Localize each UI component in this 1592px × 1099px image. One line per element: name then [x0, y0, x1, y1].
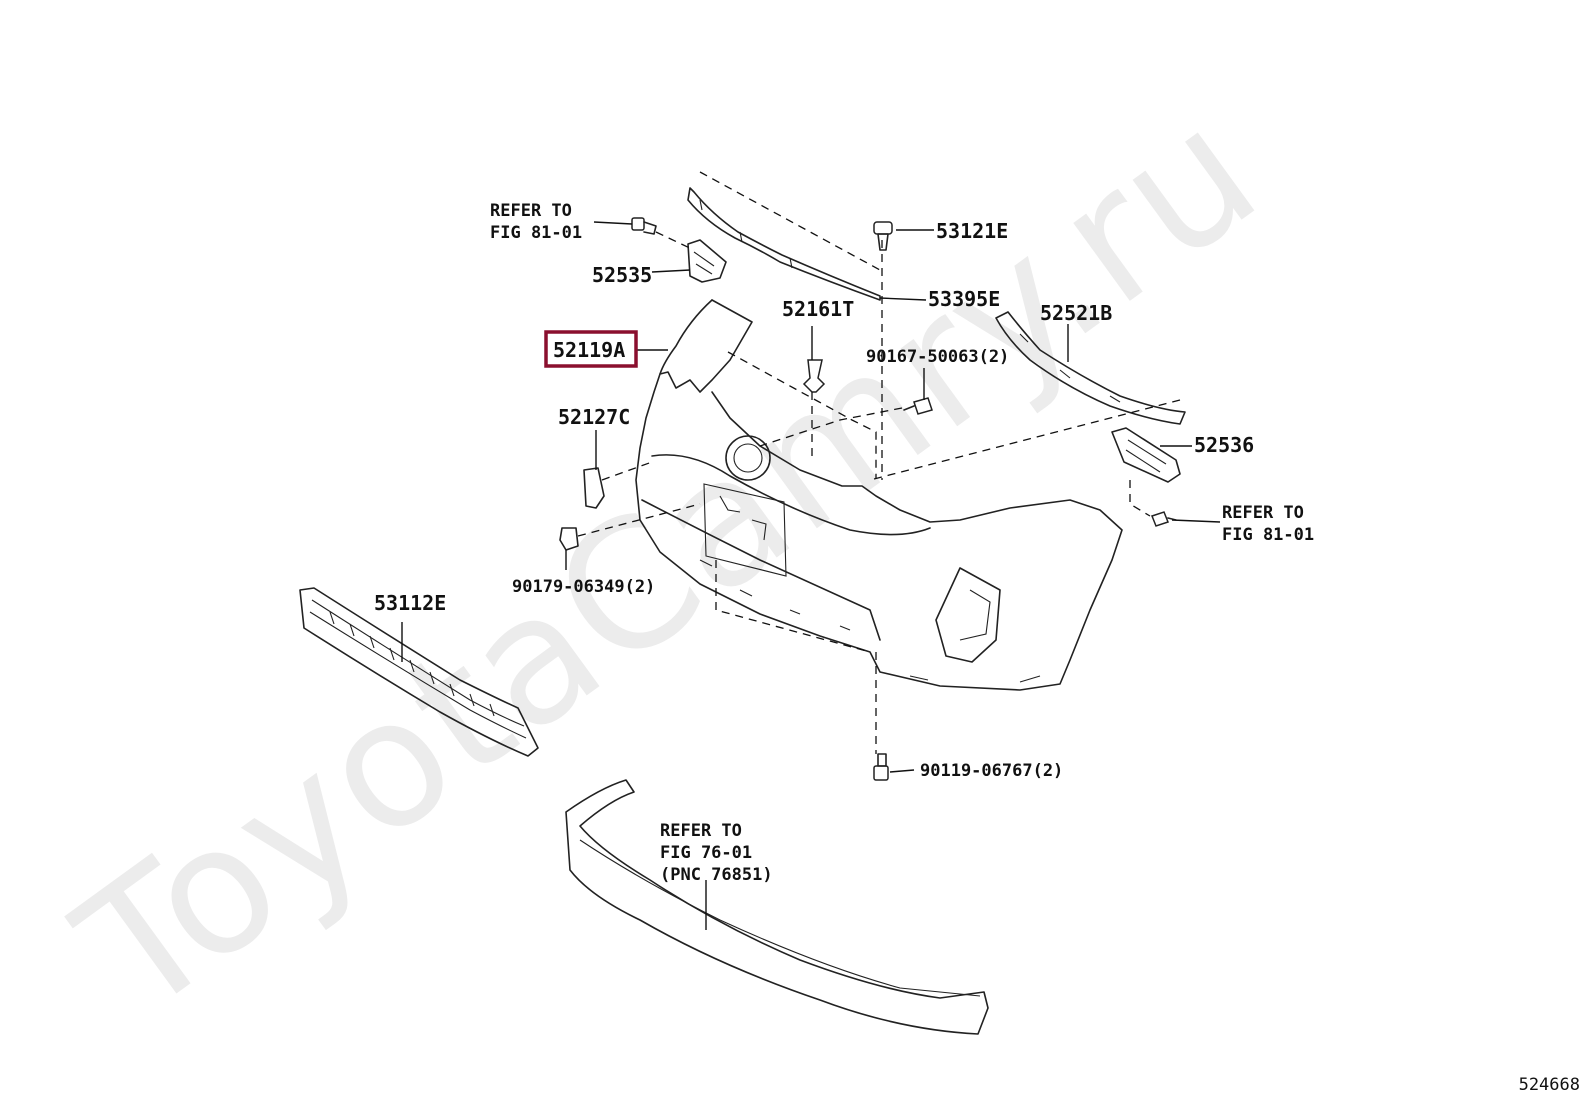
bracket-left-part[interactable] — [687, 239, 727, 283]
bolt-ref-top-left[interactable] — [631, 217, 657, 235]
figure-id: 524668 — [1519, 1075, 1580, 1095]
upper-retainer-part[interactable] — [687, 187, 881, 301]
bolt-53121e[interactable] — [873, 221, 893, 251]
callout-52119a[interactable]: 52119A — [553, 338, 625, 362]
callout-52536[interactable]: 52536 — [1194, 433, 1254, 457]
callout-90119-06767[interactable]: 90119-06767(2) — [920, 761, 1063, 781]
callout-53121e[interactable]: 53121E — [936, 219, 1008, 243]
ref-bottom-line2[interactable]: FIG 76-01 — [660, 843, 752, 863]
ref-bottom-line1[interactable]: REFER TO — [660, 821, 742, 841]
bolt-90119[interactable] — [873, 753, 889, 781]
lower-spoiler-part[interactable] — [565, 779, 989, 1035]
front-bumper-cover-part[interactable] — [635, 299, 1123, 691]
ref-top-left-line2[interactable]: FIG 81-01 — [490, 223, 582, 243]
ref-top-left-line1[interactable]: REFER TO — [490, 201, 572, 221]
ref-bottom-line3[interactable]: (PNC 76851) — [660, 865, 773, 885]
lower-grille-part[interactable] — [299, 587, 539, 757]
callout-52521b[interactable]: 52521B — [1040, 301, 1112, 325]
callout-52127c[interactable]: 52127C — [558, 405, 630, 429]
leader-lines — [401, 221, 1221, 930]
ref-right-line1[interactable]: REFER TO — [1222, 503, 1304, 523]
bracket-right-part[interactable] — [1111, 427, 1181, 483]
highlight-box — [544, 330, 638, 368]
ref-right-line2[interactable]: FIG 81-01 — [1222, 525, 1314, 545]
bolt-ref-right[interactable] — [1151, 511, 1177, 527]
callout-52161t[interactable]: 52161T — [782, 297, 854, 321]
callout-52535[interactable]: 52535 — [592, 263, 652, 287]
callout-53395e[interactable]: 53395E — [928, 287, 1000, 311]
callout-90179-06349[interactable]: 90179-06349(2) — [512, 577, 655, 597]
callout-53112e[interactable]: 53112E — [374, 591, 446, 615]
callout-90167-50063[interactable]: 90167-50063(2) — [866, 347, 1009, 367]
assembly-lines — [577, 171, 1181, 754]
side-retainer-part[interactable] — [995, 311, 1186, 425]
watermark: ToyotaCamry.ru — [43, 68, 1293, 1055]
clip-52161t[interactable] — [802, 359, 826, 393]
clip-90179-part[interactable] — [559, 527, 579, 551]
